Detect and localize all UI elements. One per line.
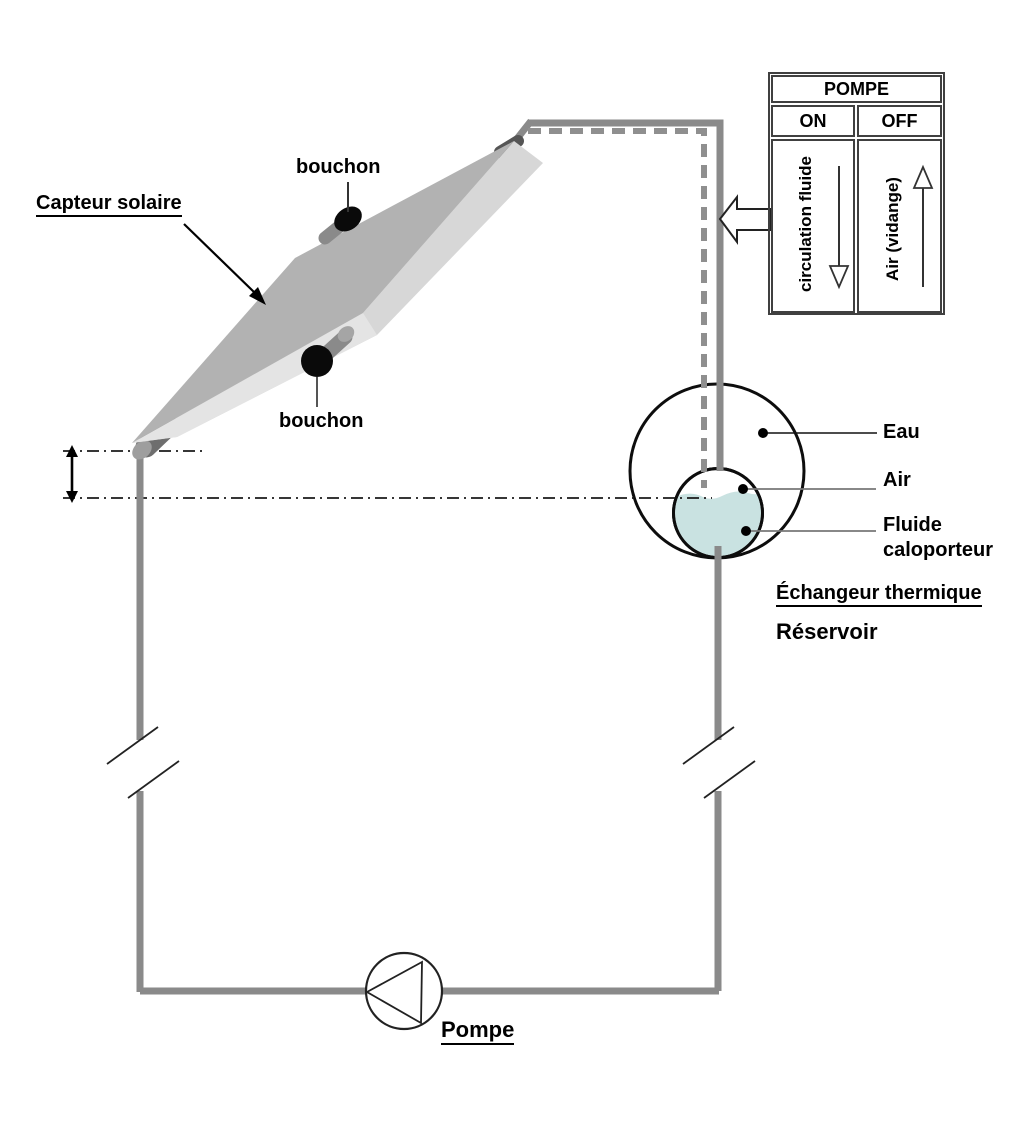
pipe-break-icons — [106, 726, 756, 799]
heat-transfer-fluid — [675, 491, 761, 556]
solar-collector — [132, 135, 543, 460]
collector-arrow-icon — [183, 223, 266, 305]
air-dot — [738, 484, 748, 494]
pump-table-col-off: OFF — [857, 105, 942, 137]
air-label: Air — [883, 469, 911, 491]
plug-bottom-label: bouchon — [279, 410, 364, 432]
datum-lines — [63, 450, 712, 499]
collector-label: Capteur solaire — [36, 192, 182, 217]
pump-label: Pompe — [441, 1017, 515, 1045]
off-flow-label: Air (vidange) — [883, 177, 902, 281]
air-up-arrow-icon — [912, 164, 934, 287]
plug-top-icon — [334, 206, 362, 232]
exchanger-label: Échangeur thermique — [776, 582, 982, 607]
table-pointer-arrow-icon — [718, 194, 771, 246]
flow-down-arrow-icon — [828, 166, 850, 290]
water-dot — [758, 428, 768, 438]
fluid-label: Fluide caloporteur — [883, 514, 994, 561]
plug-bottom-icon — [301, 345, 333, 377]
pump-table-title: POMPE — [771, 75, 942, 103]
fluid-dot — [741, 526, 751, 536]
pipe-dashed-air-path — [528, 128, 707, 488]
water-label: Eau — [883, 421, 920, 443]
on-flow-label: circulation fluide — [796, 155, 815, 293]
pump-icon — [364, 951, 444, 1031]
leader-lines — [316, 182, 877, 536]
pipe-top-right — [528, 119, 724, 471]
pump-table-col-on: ON — [771, 105, 855, 137]
plug-bottom-cylinder-cap — [337, 326, 355, 342]
height-arrow-icon — [66, 445, 78, 503]
collector-face-light — [132, 141, 543, 443]
plug-top-label: bouchon — [296, 156, 381, 178]
pump-table — [768, 72, 945, 315]
tank-label: Réservoir — [776, 619, 878, 644]
pump-table-cell-off — [857, 139, 942, 313]
pump-table-cell-on — [771, 139, 855, 313]
collector-face-dark — [132, 141, 514, 443]
collector-bottom-stub-cap — [132, 440, 152, 460]
